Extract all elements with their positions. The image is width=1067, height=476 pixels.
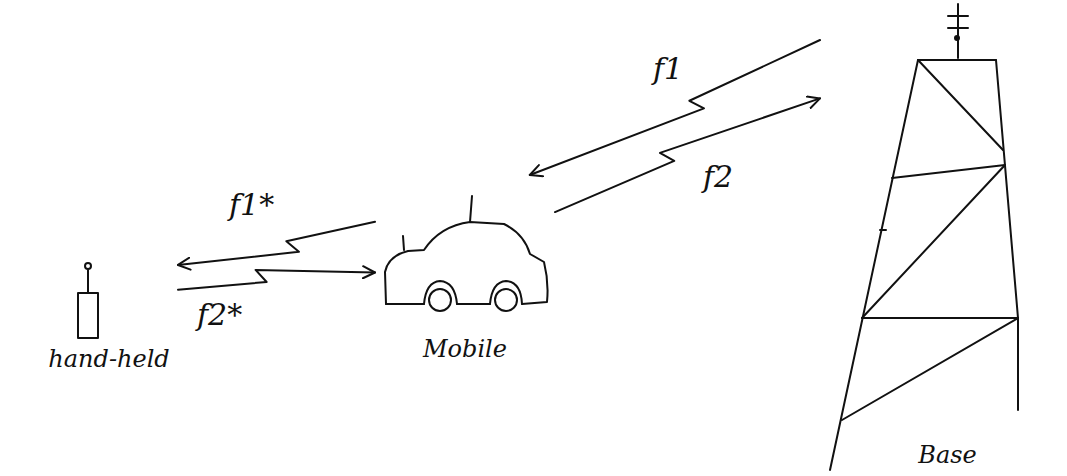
radio-link-arrow: [555, 98, 820, 212]
car-wheel: [495, 289, 517, 311]
car-drawing: [385, 196, 548, 311]
mast-crossbar: [948, 27, 968, 29]
car-wheel: [429, 289, 451, 311]
tower-leg: [830, 60, 918, 470]
radio-antenna: [87, 270, 89, 293]
tower-leg: [996, 60, 1018, 318]
frequency-label: f2*: [194, 298, 245, 331]
tower-brace: [918, 60, 1003, 150]
tower-bar: [918, 59, 996, 61]
device-node: hand-held: [40, 258, 178, 380]
tower-brace: [842, 318, 1018, 420]
device-node: Mobile: [375, 175, 555, 370]
frequency-label: f2: [700, 160, 736, 193]
base-tower: [830, 4, 1018, 470]
hand-held-radio: [78, 263, 98, 338]
device-label: Mobile: [421, 336, 509, 364]
car-sill: [386, 303, 424, 305]
antenna-tip: [85, 263, 91, 269]
car-antenna: [470, 196, 472, 222]
device-node: Base: [820, 5, 1025, 472]
tower-bar: [892, 165, 1005, 178]
device-label: Base: [916, 442, 978, 470]
car-antenna: [403, 236, 404, 250]
tower-mast: [957, 4, 959, 58]
antenna-dot: [955, 36, 959, 40]
radio-body: [78, 293, 98, 338]
radio-link-arrow: [178, 270, 375, 290]
tower-mark: [880, 229, 886, 231]
frequency-label: f1*: [226, 188, 277, 221]
tower-brace: [862, 165, 1005, 318]
tower-leg: [1017, 318, 1019, 410]
device-label: hand-held: [46, 346, 171, 374]
radio-link-arrow: [178, 222, 375, 265]
radio-link-arrow: [530, 40, 820, 175]
mast-crossbar: [948, 15, 968, 17]
frequency-label: f1: [650, 52, 686, 85]
car-sill: [457, 303, 490, 305]
car-body: [385, 222, 548, 304]
tower-bar: [862, 317, 1018, 319]
